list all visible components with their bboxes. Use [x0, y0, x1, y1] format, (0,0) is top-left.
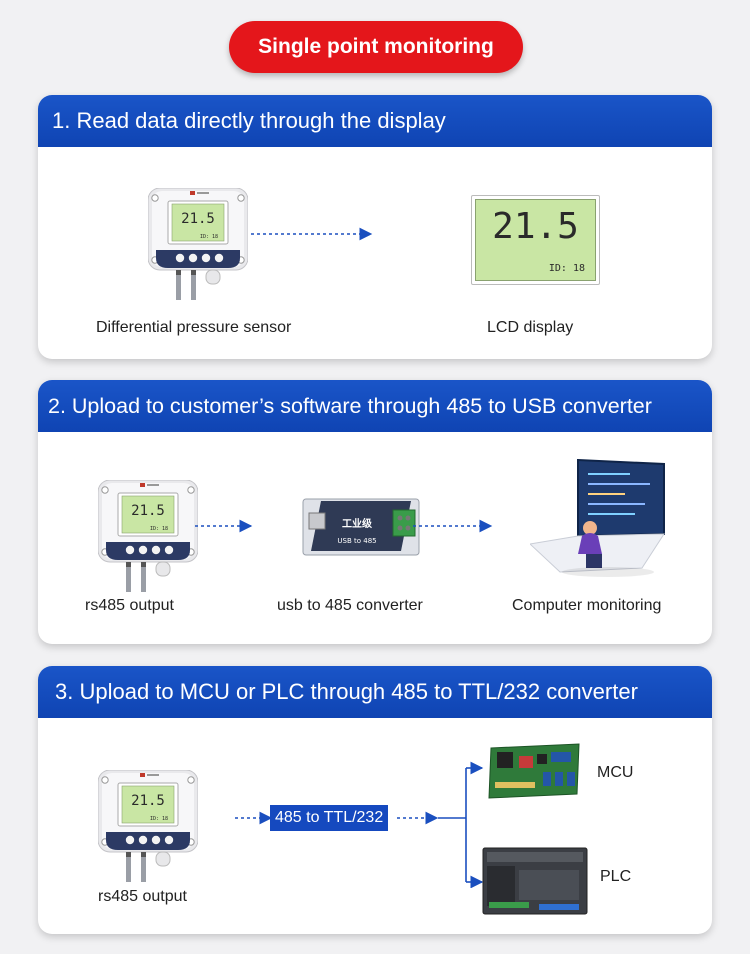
- converter-label: 485 to TTL/232: [270, 805, 389, 831]
- differential-pressure-sensor-image: [148, 188, 248, 303]
- rs485-sensor-image: [98, 770, 198, 885]
- flow-arrow: [413, 519, 493, 533]
- computer-monitoring-image: [530, 458, 665, 577]
- lcd-display-image: 21.5 ID: 18: [471, 195, 600, 285]
- flow-arrow: [235, 811, 273, 825]
- flow-arrow: [397, 811, 439, 825]
- mcu-board-image: [488, 743, 580, 799]
- flow-arrow: [195, 519, 253, 533]
- caption-computer: Computer monitoring: [512, 597, 662, 614]
- usb-485-converter-image: 工业级 USB to 485: [302, 498, 420, 556]
- caption-plc: PLC: [600, 868, 632, 885]
- page-title: Single point monitoring: [229, 21, 523, 73]
- lcd-reading: 21.5: [492, 206, 579, 247]
- flow-arrow: [251, 227, 373, 241]
- section-usb-converter: 2. Upload to customer’s software through…: [38, 380, 712, 644]
- converter-model-text: USB to 485: [337, 537, 376, 545]
- caption-mcu: MCU: [597, 764, 634, 781]
- rs485-sensor-image: [98, 480, 198, 595]
- caption-lcd: LCD display: [487, 319, 574, 336]
- section-heading: 3. Upload to MCU or PLC through 485 to T…: [38, 666, 712, 718]
- caption-converter: usb to 485 converter: [277, 597, 423, 614]
- caption-rs485: rs485 output: [85, 597, 174, 614]
- section-ttl-converter: 3. Upload to MCU or PLC through 485 to T…: [38, 666, 712, 934]
- caption-rs485: rs485 output: [98, 888, 187, 905]
- lcd-id: ID: 18: [548, 263, 585, 274]
- converter-brand-text: 工业级: [342, 517, 373, 530]
- branch-connector: [438, 761, 484, 888]
- section-heading: 2. Upload to customer’s software through…: [38, 380, 712, 432]
- section-read-display: 1. Read data directly through the displa…: [38, 95, 712, 359]
- caption-sensor: Differential pressure sensor: [96, 319, 292, 336]
- section-heading: 1. Read data directly through the displa…: [38, 95, 712, 147]
- plc-unit-image: [482, 847, 588, 915]
